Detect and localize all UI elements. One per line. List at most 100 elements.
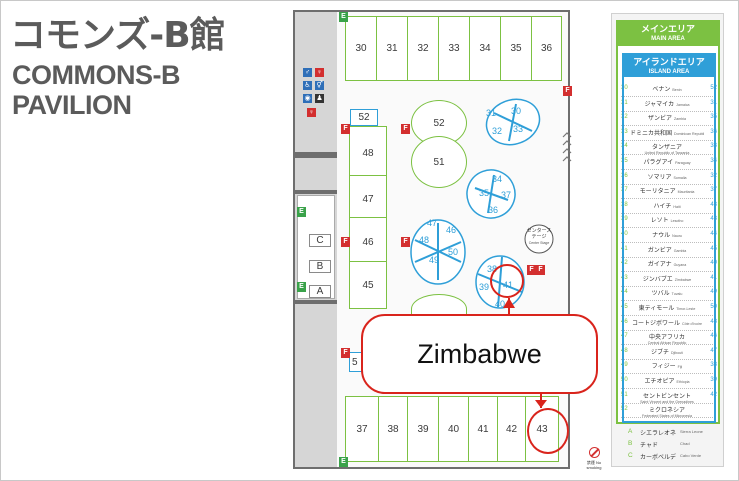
booth-41[interactable]: 41 xyxy=(468,396,497,462)
island2-label-34[interactable]: 34 xyxy=(492,174,503,184)
booth-32[interactable]: 32 xyxy=(407,16,438,81)
island1-label-30[interactable]: 30 xyxy=(511,106,522,116)
legend-main-number: 50 xyxy=(621,377,628,383)
island4-label-39[interactable]: 39 xyxy=(479,282,490,292)
booth-37[interactable]: 37 xyxy=(345,396,378,462)
island2-label-36[interactable]: 36 xyxy=(488,205,499,215)
booth-46[interactable]: 46 xyxy=(349,217,387,267)
island1-label-33[interactable]: 33 xyxy=(513,124,524,134)
legend-country-jp: ガイアナ xyxy=(647,262,672,269)
island4-label-40[interactable]: 40 xyxy=(495,299,506,309)
fire-extinguisher-icon: F xyxy=(401,124,410,134)
booth-33[interactable]: 33 xyxy=(438,16,469,81)
booth-45[interactable]: 45 xyxy=(349,261,387,309)
legend-country-en: Federated States of Micronesia xyxy=(642,414,692,419)
island3-label-50[interactable]: 50 xyxy=(448,247,459,257)
legend-country-jp: モーリタニア xyxy=(639,189,676,196)
booth-38[interactable]: 38 xyxy=(378,396,407,462)
island4-label-38[interactable]: 38 xyxy=(487,264,498,274)
legend-country-jp: 東ティモール xyxy=(638,306,675,312)
booth-35[interactable]: 35 xyxy=(500,16,531,81)
booth-31[interactable]: 31 xyxy=(376,16,407,81)
booth-47[interactable]: 47 xyxy=(349,175,387,223)
booth-39[interactable]: 39 xyxy=(407,396,438,462)
legend-country-en: Côte d'Ivoire xyxy=(681,321,703,326)
booth-51-oval[interactable]: 51 xyxy=(411,136,467,188)
pavilion-title-en-line2: PAVILION xyxy=(12,90,132,120)
legend-main-number: 43 xyxy=(621,274,628,281)
island1-label-31[interactable]: 31 xyxy=(486,108,497,118)
booth-a[interactable]: A xyxy=(309,285,331,298)
island2-label-35[interactable]: 35 xyxy=(479,188,490,198)
legend-country-en: Fiji xyxy=(677,365,683,370)
booth-30[interactable]: 30 xyxy=(345,16,376,81)
no-smoking-icon xyxy=(588,447,600,458)
booth-52-small[interactable]: 52 xyxy=(350,109,378,126)
island3-label-49[interactable]: 49 xyxy=(429,255,440,265)
booth-42[interactable]: 42 xyxy=(497,396,525,462)
booth-34[interactable]: 34 xyxy=(469,16,500,81)
island3-label-48[interactable]: 48 xyxy=(419,235,430,245)
legend-country-jp: ツバル xyxy=(651,291,670,298)
main-area-title-en: MAIN AREA xyxy=(651,36,685,42)
legend-country-jp: ガンビア xyxy=(647,247,672,254)
legend-main-number: 32 xyxy=(621,114,628,121)
legend-island-number: 46 xyxy=(710,333,717,340)
legend-country-en: Djibouti xyxy=(671,350,683,355)
legend-country-en: Jamaica xyxy=(676,102,690,107)
booth-b[interactable]: B xyxy=(309,260,331,273)
island1-label-32[interactable]: 32 xyxy=(492,126,503,136)
nursing-room-icon: ♟ xyxy=(315,94,324,103)
legend-small-jp: カーボベルデ xyxy=(640,455,677,461)
legend-island-number: 32 xyxy=(710,172,717,179)
wall xyxy=(295,152,337,158)
booth-48[interactable]: 48 xyxy=(349,126,387,181)
accessible-restroom-icon: ♿ xyxy=(303,81,312,90)
female-restroom-icon: ♀ xyxy=(315,68,324,77)
island2-label-37[interactable]: 37 xyxy=(501,190,512,200)
booth-c[interactable]: C xyxy=(309,234,331,247)
legend-country-en: Zimbabwe xyxy=(674,277,692,282)
booth-40[interactable]: 40 xyxy=(438,396,468,462)
booth-36[interactable]: 36 xyxy=(531,16,562,81)
island3-label-47[interactable]: 47 xyxy=(427,218,438,228)
island3-label-46[interactable]: 46 xyxy=(446,225,457,235)
island-area-title-jp: アイランドエリア xyxy=(633,57,705,67)
island-area-header: アイランドエリア ISLAND AREA xyxy=(624,55,714,77)
